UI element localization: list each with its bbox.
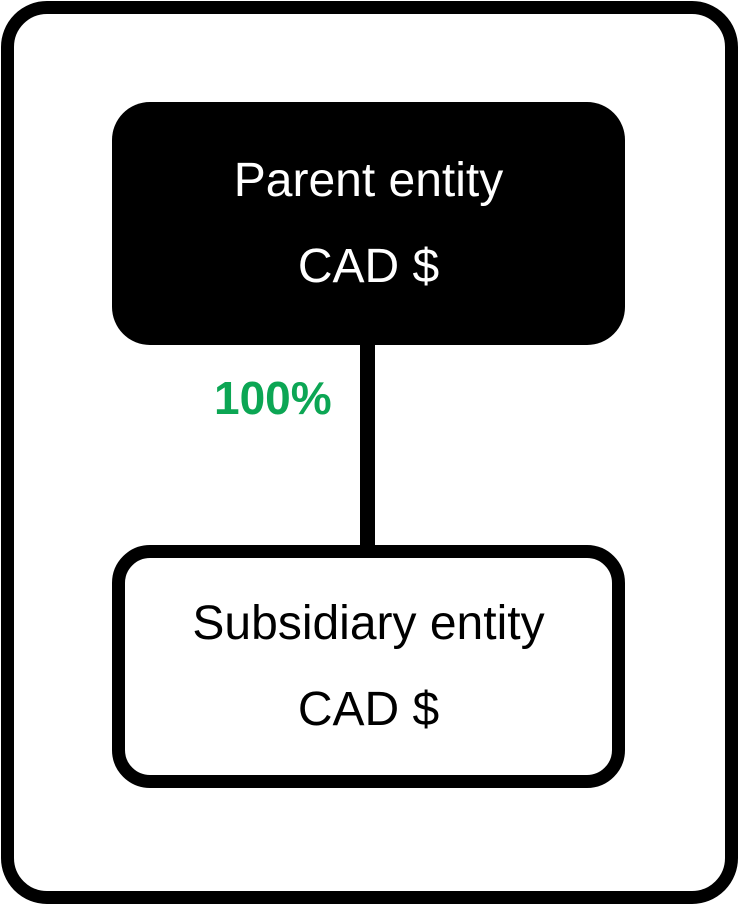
parent-entity-node: Parent entity CAD $ <box>112 102 625 345</box>
parent-entity-name: Parent entity <box>233 153 504 207</box>
parent-entity-currency: CAD $ <box>297 239 440 293</box>
parent-subsidiary-connector-line <box>360 343 375 552</box>
subsidiary-entity-node: Subsidiary entity CAD $ <box>112 545 625 788</box>
subsidiary-entity-currency: CAD $ <box>297 682 440 736</box>
ownership-percentage-label: 100% <box>214 372 332 424</box>
subsidiary-entity-name: Subsidiary entity <box>192 596 545 650</box>
